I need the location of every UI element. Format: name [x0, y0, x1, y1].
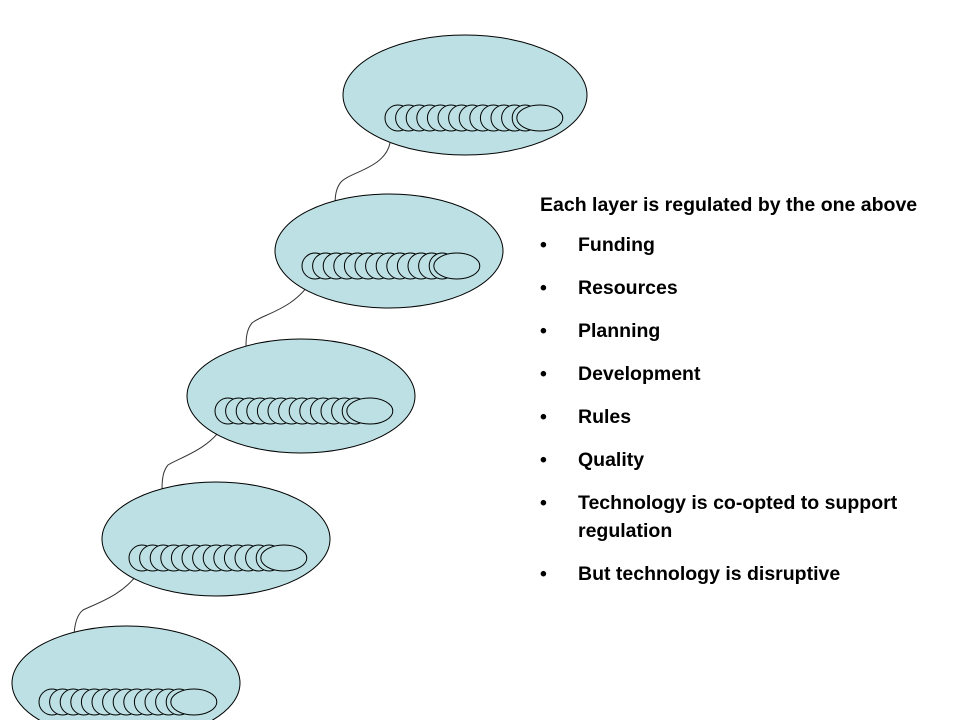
bullet-text: Resources	[578, 277, 678, 299]
slide-heading: Each layer is regulated by the one above	[540, 194, 918, 216]
bullet-dot: •	[540, 406, 547, 428]
bullet-text: Funding	[578, 234, 655, 256]
layer-4-member	[260, 544, 308, 572]
bullet-list: • Funding • Resources • Planning • Developme…	[540, 231, 940, 588]
bullet-funding: • Funding	[540, 231, 940, 259]
layer-1-ellipse	[342, 34, 588, 156]
layer-2-member	[433, 252, 481, 280]
layer-5-member	[170, 688, 218, 716]
layer-3-member	[346, 397, 394, 425]
bullet-technology-disruptive: • But technology is disruptive	[540, 560, 940, 588]
bullet-dot: •	[540, 563, 547, 585]
bullet-text: Development	[578, 363, 701, 385]
text-panel: Each layer is regulated by the one above…	[540, 191, 940, 603]
bullet-resources: • Resources	[540, 274, 940, 302]
layer-3-ellipse	[186, 338, 416, 454]
bullet-text: Quality	[578, 449, 645, 471]
bullet-technology-co-opted: • Technology is co-opted to support regul…	[540, 489, 940, 545]
bullet-dot: •	[540, 320, 547, 342]
bullet-text: Technology is co-opted to support regula…	[578, 492, 898, 542]
bullet-rules: • Rules	[540, 403, 940, 431]
layer-connector-3	[161, 422, 226, 491]
bullet-planning: • Planning	[540, 317, 940, 345]
bullet-text: Planning	[578, 320, 661, 342]
bullet-dot: •	[540, 492, 547, 514]
bullet-dot: •	[540, 234, 547, 256]
layer-1-member	[516, 104, 564, 132]
layer-connector-2	[245, 277, 314, 347]
bullet-dot: •	[540, 363, 547, 385]
layer-connector-1	[334, 142, 391, 206]
bullet-dot: •	[540, 277, 547, 299]
bullet-text: But technology is disruptive	[578, 563, 841, 585]
bullet-text: Rules	[578, 406, 632, 428]
layer-2-ellipse	[274, 193, 504, 309]
bullet-development: • Development	[540, 360, 940, 388]
bullet-dot: •	[540, 449, 547, 471]
layer-4-ellipse	[101, 481, 331, 597]
layer-connector-4	[73, 569, 141, 635]
bullet-quality: • Quality	[540, 446, 940, 474]
